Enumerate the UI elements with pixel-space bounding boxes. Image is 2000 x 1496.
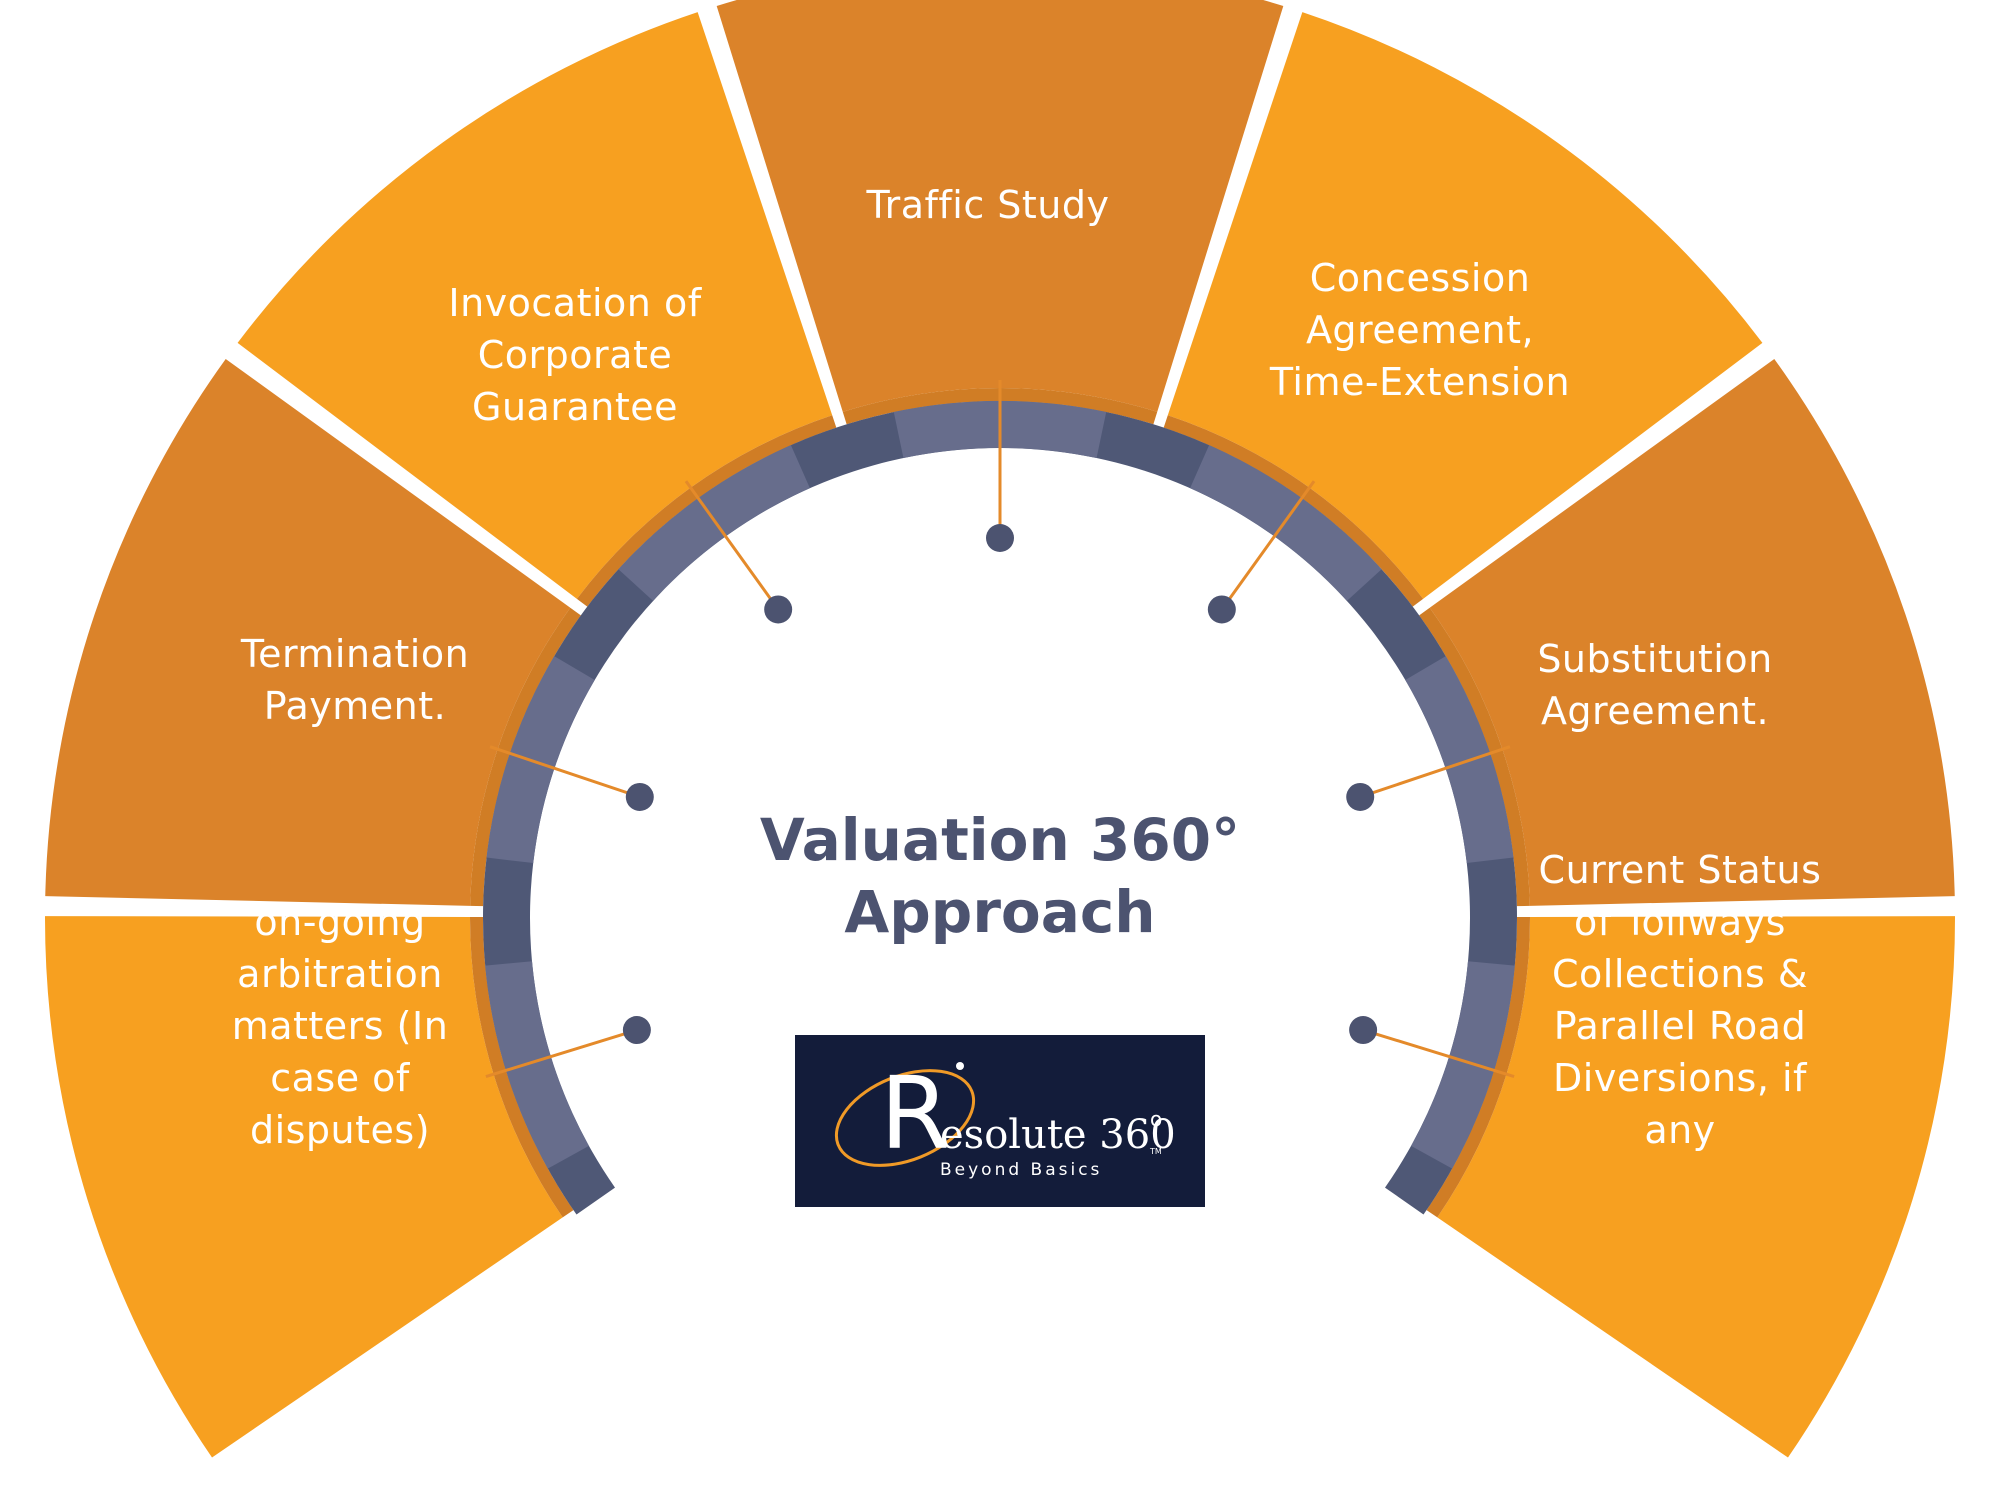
segment-label-line: Substitution — [1537, 637, 1772, 681]
segment-label-line: Corporate — [478, 333, 672, 377]
segment-rim — [470, 916, 574, 1218]
segment-label-line: Concession — [1310, 256, 1531, 300]
segment-label-line: on-going — [254, 900, 425, 944]
segment-shape — [1167, 12, 1763, 599]
segment-shape — [1437, 916, 1955, 1458]
segment-label-line: Invocation of — [448, 281, 702, 325]
segment-rim — [470, 607, 581, 907]
connector-line — [1359, 745, 1511, 799]
segment-label-line: matters (In — [232, 1004, 449, 1048]
segment-label-line: of Tollways — [1574, 900, 1786, 944]
segment-label-line: any — [1644, 1108, 1715, 1152]
ring-highlight — [1411, 961, 1515, 1169]
segment-rim — [1419, 607, 1530, 907]
connector-dot — [986, 524, 1014, 552]
segment-label-line: Agreement, — [1306, 308, 1534, 352]
segment-label-line: Guarantee — [472, 385, 678, 429]
segment-label-line: arbitration — [237, 952, 443, 996]
segment-shape — [45, 358, 571, 906]
segment-label-line: Termination — [240, 632, 469, 676]
logo-dot-icon — [956, 1062, 964, 1070]
logo-name: esolute 360 — [940, 1112, 1176, 1158]
logo-degree: o — [1150, 1107, 1162, 1131]
segment-shape — [1429, 358, 1955, 906]
ring-highlight — [1405, 656, 1514, 864]
segment-shape — [44, 916, 563, 1458]
connector-dot — [625, 782, 654, 811]
segment-label-line: Traffic Study — [865, 183, 1109, 227]
segment-label: Traffic Study — [865, 183, 1109, 227]
segment-label-line: Collections & — [1552, 952, 1808, 996]
center-title-line1: Valuation 360° — [760, 806, 1240, 874]
logo-letter: R — [880, 1055, 949, 1172]
ring-highlight — [1190, 445, 1382, 601]
connector-line — [489, 745, 641, 799]
connector-dot — [764, 595, 793, 624]
center-title: Valuation 360° Approach — [760, 806, 1240, 946]
segment-label-line: Diversions, if — [1553, 1056, 1808, 1100]
segment-rim — [576, 415, 837, 607]
segment-rim — [1426, 916, 1530, 1218]
segment-label-line: case of — [270, 1056, 411, 1100]
logo-background — [795, 1035, 1205, 1207]
connector-line — [485, 1028, 638, 1079]
logo-orbit-icon — [834, 1069, 976, 1167]
segment-label-line: Agreement. — [1541, 689, 1769, 733]
logo-trademark: TM — [1149, 1147, 1162, 1156]
connector-line — [684, 480, 780, 611]
ring-highlight — [618, 445, 810, 601]
segment-label-line: disputes) — [250, 1108, 430, 1152]
center-title-line2: Approach — [844, 878, 1155, 946]
segment-traffic-study: Traffic Study — [716, 0, 1284, 425]
connector-line — [1220, 480, 1316, 611]
ring-highlight — [486, 656, 595, 864]
connector-dot — [1349, 1016, 1378, 1045]
segment-rim — [842, 388, 1158, 425]
connector-dot — [1346, 782, 1375, 811]
segment-rim — [1163, 415, 1424, 607]
connector-dot — [1207, 595, 1236, 624]
connector-dot — [622, 1016, 651, 1045]
ring-highlight — [485, 961, 589, 1169]
segment-label-line: Parallel Road — [1554, 1004, 1806, 1048]
resolute-logo: R esolute 360 o TM Beyond Basics — [795, 1035, 1205, 1207]
segment-label-line: Payment. — [264, 684, 446, 728]
segment-shape — [716, 0, 1284, 412]
connector-line — [1362, 1028, 1515, 1079]
center-ring — [483, 401, 1518, 1215]
segment-shape — [237, 12, 833, 599]
segment-label-line: Time-Extension — [1269, 360, 1570, 404]
logo-tagline: Beyond Basics — [940, 1160, 1102, 1180]
connectors-group — [485, 380, 1515, 1079]
segment-label-line: Current Status — [1539, 848, 1822, 892]
